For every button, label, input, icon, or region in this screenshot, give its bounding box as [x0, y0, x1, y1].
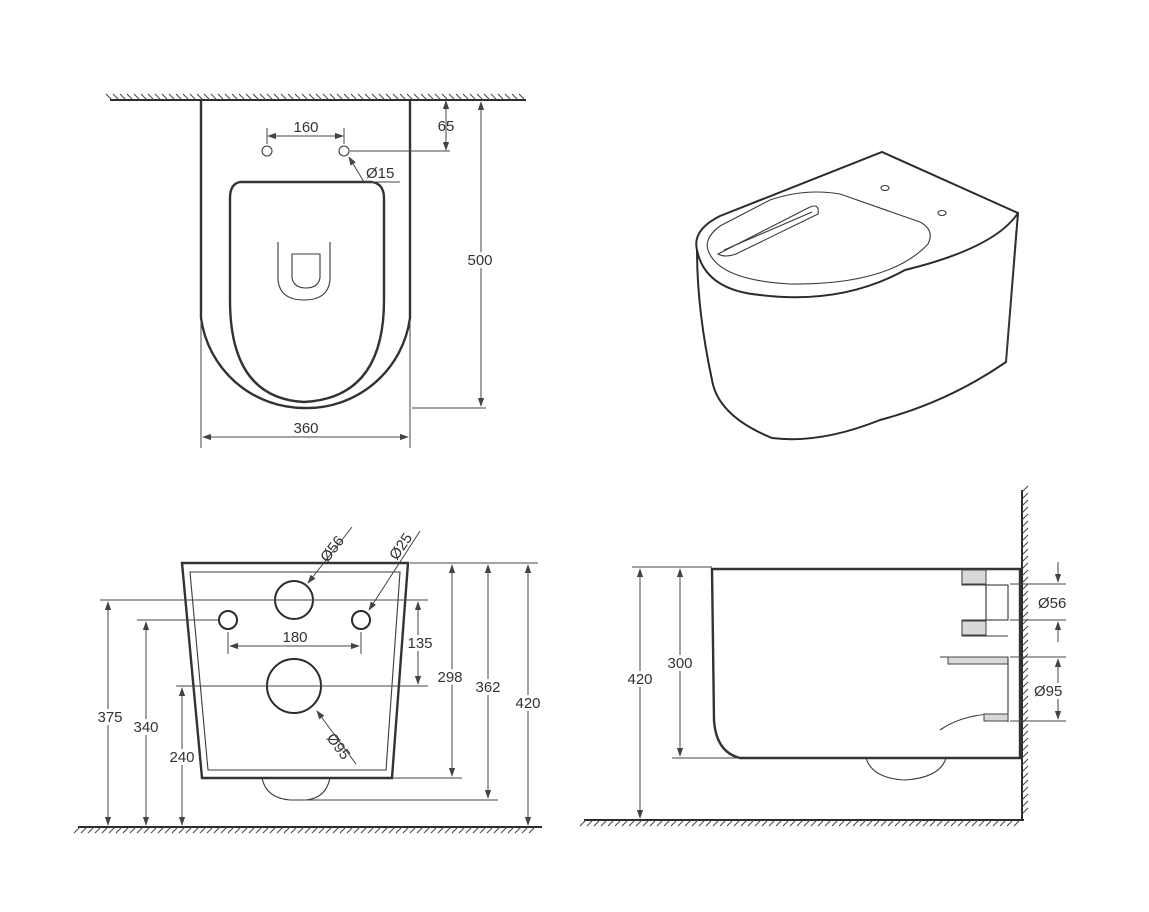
dim-298: 298: [437, 669, 462, 686]
dim-side-420: 420: [627, 671, 652, 688]
dim-d15: Ø15: [366, 165, 394, 182]
front-view: Ø56 Ø25 Ø95 180 135 298 362 420 375: [73, 526, 544, 834]
dim-360: 360: [293, 420, 318, 437]
isometric-view: [695, 150, 1020, 441]
top-view: 160 65 Ø15 500 360: [105, 93, 526, 448]
dim-side-300: 300: [667, 655, 692, 672]
dim-135: 135: [407, 635, 432, 652]
side-view: Ø56 Ø95 420 300: [579, 485, 1066, 827]
dim-front-d95: Ø95: [323, 730, 354, 763]
side-view-wall-floor-hatch: [579, 485, 1029, 827]
dim-160: 160: [293, 119, 318, 136]
dim-340: 340: [133, 719, 158, 736]
dim-side-d95: Ø95: [1034, 683, 1062, 700]
dim-240: 240: [169, 749, 194, 766]
dim-375: 375: [97, 709, 122, 726]
dim-500: 500: [467, 252, 492, 269]
dim-front-420: 420: [515, 695, 540, 712]
dim-65: 65: [438, 118, 455, 135]
dim-180: 180: [282, 629, 307, 646]
dim-front-d25: Ø25: [386, 530, 416, 563]
dim-362: 362: [475, 679, 500, 696]
front-view-floor-hatch: [73, 826, 536, 834]
dim-side-d56: Ø56: [1038, 595, 1066, 612]
top-view-wall-hatch: [105, 93, 526, 101]
